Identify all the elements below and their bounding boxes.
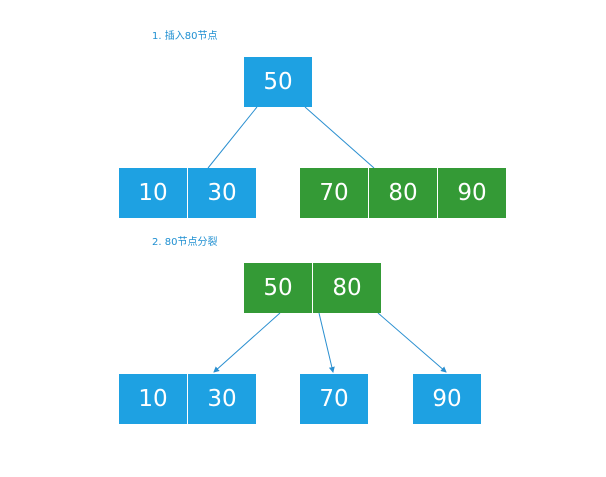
step2-child1-key-2: 30 (187, 374, 256, 424)
arrow-to-child3 (377, 312, 447, 373)
arrow-to-child1 (213, 312, 281, 373)
step2-root-key-1: 50 (244, 263, 312, 313)
step1-caption: 1. 插入80节点 (152, 31, 218, 42)
step1-left-key-1: 10 (119, 168, 187, 218)
step2-root-key-2: 80 (312, 263, 381, 313)
step2-caption: 2. 80节点分裂 (152, 237, 218, 248)
edge-root-to-right (304, 106, 375, 169)
step1-root-key: 50 (244, 57, 312, 107)
step1-right-key-2: 80 (368, 168, 437, 218)
step2-child1-key-1: 10 (119, 374, 187, 424)
step2-child2-key-1: 70 (300, 374, 368, 424)
step1-right-key-1: 70 (300, 168, 368, 218)
edge-root-to-left (207, 106, 258, 169)
step1-right-key-3: 90 (437, 168, 506, 218)
arrow-to-child2 (318, 312, 335, 373)
step2-child3-key-1: 90 (413, 374, 481, 424)
step1-left-key-2: 30 (187, 168, 256, 218)
